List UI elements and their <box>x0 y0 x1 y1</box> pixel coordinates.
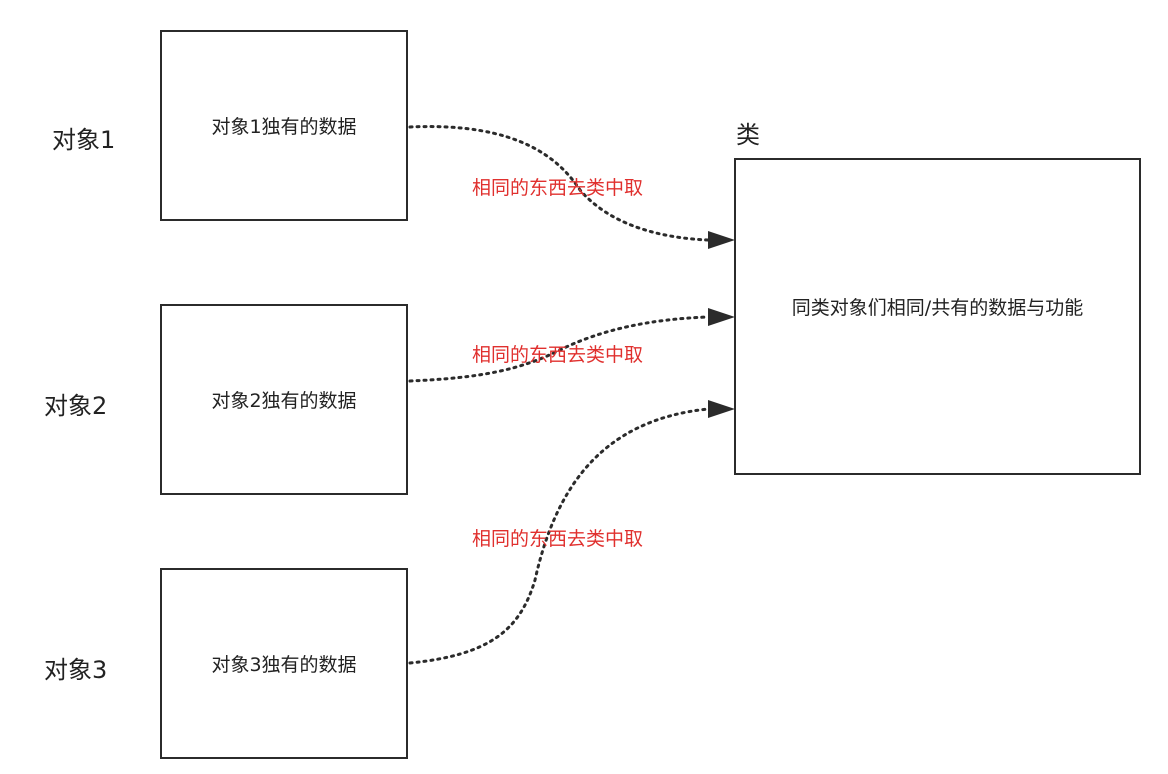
arrowhead-1 <box>708 231 735 249</box>
object-2-box-text: 对象2独有的数据 <box>211 390 357 412</box>
class-box: 同类对象们相同/共有的数据与功能 <box>734 158 1141 475</box>
class-title: 类 <box>736 121 760 149</box>
edge-label-1: 相同的东西去类中取 <box>472 177 644 199</box>
edge-label-2: 相同的东西去类中取 <box>472 344 644 366</box>
object-1-box-text: 对象1独有的数据 <box>211 116 357 138</box>
class-box-text: 同类对象们相同/共有的数据与功能 <box>791 297 1084 319</box>
connector-object2-to-class <box>408 315 710 383</box>
object-1-label: 对象1 <box>52 126 116 154</box>
connector-object3-to-class <box>408 407 710 665</box>
object-3-label: 对象3 <box>44 656 108 684</box>
connector-object1-to-class <box>408 125 710 242</box>
edge-label-3: 相同的东西去类中取 <box>472 528 644 550</box>
object-3-box-text: 对象3独有的数据 <box>211 654 357 676</box>
object-3-box: 对象3独有的数据 <box>160 568 408 759</box>
arrowhead-3 <box>708 400 735 418</box>
object-1-box: 对象1独有的数据 <box>160 30 408 221</box>
arrowhead-2 <box>708 308 735 326</box>
object-2-box: 对象2独有的数据 <box>160 304 408 495</box>
object-2-label: 对象2 <box>44 392 108 420</box>
